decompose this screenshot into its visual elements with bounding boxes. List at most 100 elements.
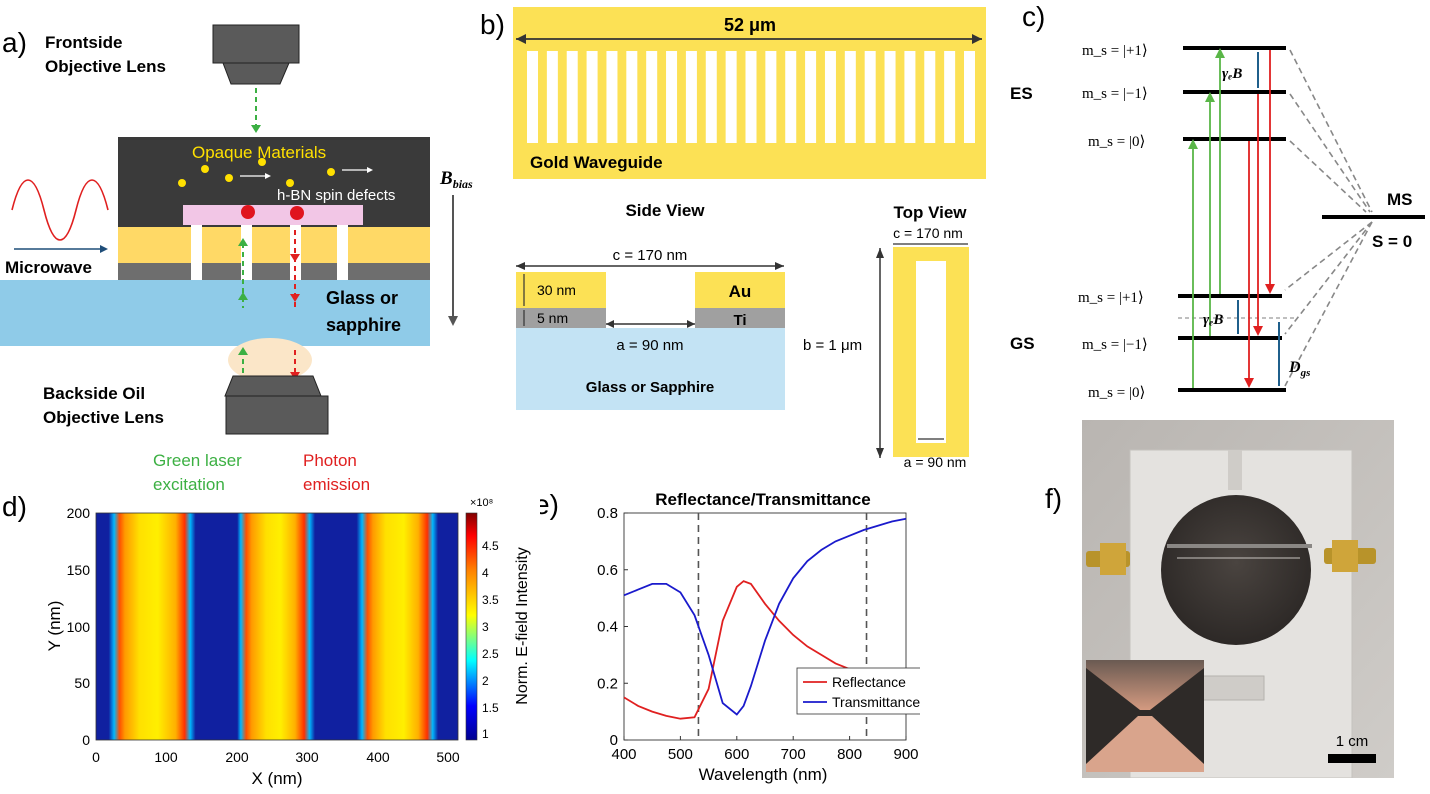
- gold-waveguide-label: Gold Waveguide: [530, 153, 663, 172]
- waveguide-slot: [546, 51, 558, 143]
- microwave-wave: [11, 179, 109, 241]
- svg-text:100: 100: [154, 749, 178, 765]
- glass-substrate: [0, 280, 430, 346]
- panel-c-letter: c): [1022, 1, 1045, 32]
- colorbar: [465, 512, 478, 741]
- backside-lens-label: Backside Oil: [43, 384, 145, 403]
- svg-text:300: 300: [295, 749, 319, 765]
- hbn-flake: [183, 205, 363, 225]
- panel-d-letter: d): [2, 491, 27, 522]
- x-tick-label: 900: [893, 746, 918, 763]
- b-bias-label: Bbias: [439, 168, 473, 191]
- top-view-slot: [916, 261, 946, 443]
- holder-slot-bottom: [1193, 675, 1265, 701]
- scale-bar-label: 1 cm: [1336, 733, 1369, 750]
- a-label: a = 90 nm: [616, 337, 683, 354]
- x-tick-label: 500: [668, 746, 693, 763]
- s0-label: S = 0: [1372, 232, 1412, 251]
- scale-bar: [1328, 754, 1376, 763]
- waveguide-slot: [566, 51, 578, 143]
- es-level-label: m_s = |−1⟩: [1082, 86, 1148, 102]
- waveguide-slot: [904, 51, 916, 143]
- microwave-label: Microwave: [5, 258, 92, 277]
- x-tick-label: 600: [724, 746, 749, 763]
- au-label: Au: [729, 282, 752, 301]
- particle: [178, 179, 186, 187]
- spin-arrow-head: [265, 173, 271, 179]
- svg-text:400: 400: [366, 749, 390, 765]
- svg-text:3.5: 3.5: [482, 593, 499, 607]
- slot: [241, 224, 252, 280]
- green-transition-head: [1188, 139, 1198, 149]
- panel-a-schematic: a) Frontside Objective Lens Opaque Mater…: [0, 24, 473, 494]
- photon-emission-label: Photon: [303, 451, 357, 470]
- b-arrow-bottom: [876, 448, 884, 458]
- dgs-label: Dgs: [1288, 359, 1310, 379]
- es-level-label: m_s = |+1⟩: [1082, 43, 1148, 59]
- chart-xlabel: Wavelength (nm): [699, 765, 828, 784]
- slot: [337, 224, 348, 280]
- thick-ti-label: 5 nm: [537, 310, 568, 326]
- svg-text:150: 150: [67, 562, 91, 578]
- frontside-lens-label-2: Objective Lens: [45, 57, 166, 76]
- holder-slot-top: [1228, 450, 1242, 490]
- y-tick-label: 0: [610, 732, 618, 749]
- sma-nut-left: [1100, 543, 1126, 575]
- width-arrow-right: [972, 34, 982, 44]
- width-arrow-left: [516, 34, 526, 44]
- svg-text:50: 50: [74, 675, 90, 691]
- gold-layer: [118, 227, 430, 263]
- waveguide-slot: [527, 51, 538, 143]
- heatmap-x-ticks: 0 100 200 300 400 500: [92, 749, 460, 765]
- width-label: 52 μm: [724, 15, 776, 35]
- c-label-top: c = 170 nm: [893, 225, 963, 241]
- b-bias-arrow-head: [448, 316, 458, 326]
- svg-text:4.5: 4.5: [482, 539, 499, 553]
- top-view-title: Top View: [893, 203, 967, 222]
- glass-label: Glass or: [326, 288, 398, 308]
- waveguide-slot: [824, 51, 836, 143]
- panel-e-chart: e) Reflectance/Transmittance Wavelength …: [540, 489, 920, 784]
- glass-label-2: sapphire: [326, 315, 401, 335]
- waveguide-slot: [884, 51, 896, 143]
- particle: [225, 174, 233, 182]
- au-left: [516, 272, 606, 308]
- backside-lens-label-2: Objective Lens: [43, 408, 164, 427]
- waveguide-slot: [685, 51, 697, 143]
- panel-d-heatmap: d) 0 100 200 300 400 500 0 50 100 150 20…: [2, 491, 531, 788]
- red-arrow: [290, 254, 300, 262]
- chip-edge: [1167, 544, 1312, 548]
- svg-text:200: 200: [225, 749, 249, 765]
- svg-text:1.5: 1.5: [482, 701, 499, 715]
- panel-f-letter: f): [1045, 483, 1063, 514]
- opaque-materials-label: Opaque Materials: [192, 143, 326, 162]
- waveguide-slot: [626, 51, 638, 143]
- svg-text:200: 200: [67, 505, 91, 521]
- frontside-lens-tip: [222, 62, 290, 85]
- waveguide-slot: [844, 51, 856, 143]
- frontside-lens-label: Frontside: [45, 33, 122, 52]
- waveguide-slot: [944, 51, 956, 143]
- green-transition-head: [1215, 48, 1225, 58]
- waveguide-slot: [765, 51, 777, 143]
- y-tick-label: 0.4: [597, 619, 618, 636]
- waveguide-slot: [666, 51, 678, 143]
- backside-lens-tip: [224, 375, 322, 397]
- backside-lens: [225, 395, 329, 435]
- x-tick-label: 700: [781, 746, 806, 763]
- waveguide-slot: [864, 51, 876, 143]
- svg-text:0: 0: [92, 749, 100, 765]
- legend-entry: Reflectance: [832, 674, 906, 690]
- c-arrow-left: [516, 262, 525, 270]
- ti-label: Ti: [733, 312, 746, 329]
- panel-b-waveguide: b) 52 μm Gold Waveguide Side View c = 17…: [480, 7, 986, 470]
- red-arrow: [290, 294, 300, 302]
- slot: [191, 224, 202, 280]
- green-arrow: [238, 292, 248, 300]
- chart-legend: [796, 667, 920, 715]
- series-line-transmittance: [623, 517, 907, 716]
- waveguide-slot: [586, 51, 598, 143]
- panel-a-letter: a): [2, 27, 27, 58]
- waveguide-slot: [725, 51, 737, 143]
- panel-f-photo: 1 cm: [1082, 420, 1394, 778]
